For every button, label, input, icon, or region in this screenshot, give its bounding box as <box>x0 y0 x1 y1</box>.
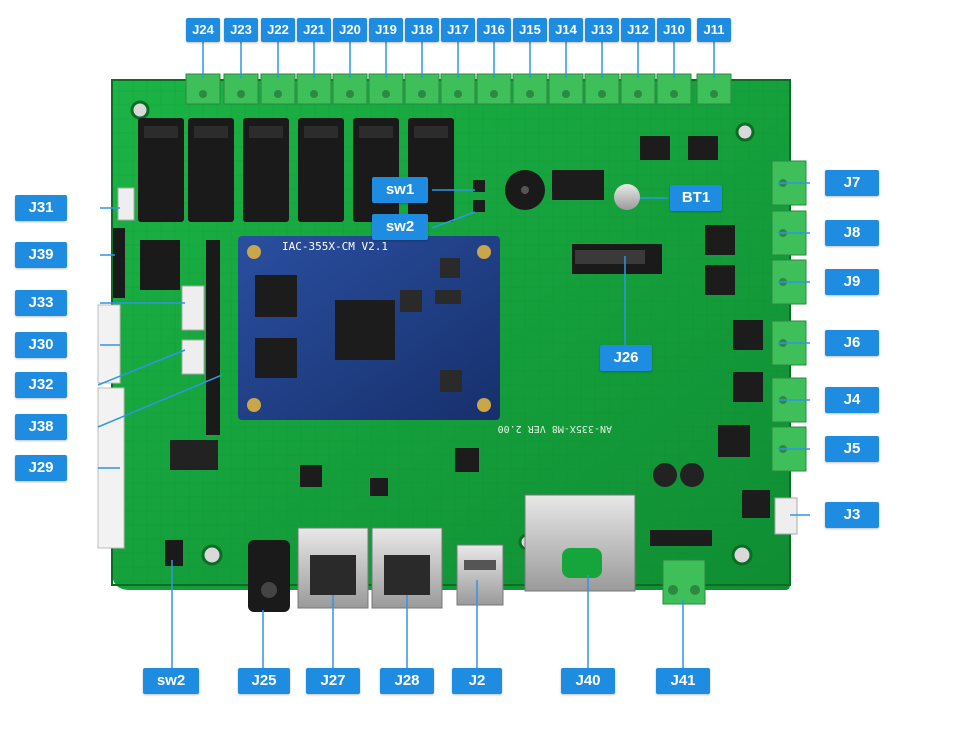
label-J12: J12 <box>621 18 655 42</box>
board-silkscreen: AN-335X-M8 VER 2.00 <box>498 423 612 434</box>
module-silkscreen: IAC-355X-CM V2.1 <box>282 240 388 253</box>
label-J9: J9 <box>825 269 879 295</box>
label-J10: J10 <box>657 18 691 42</box>
label-sw2-bottom: sw2 <box>143 668 199 694</box>
label-J25: J25 <box>238 668 290 694</box>
label-J32: J32 <box>15 372 67 398</box>
top-terminal <box>620 73 656 105</box>
label-J24: J24 <box>186 18 220 42</box>
top-terminal <box>696 73 732 105</box>
label-sw2-top: sw2 <box>372 214 428 240</box>
top-terminal <box>476 73 512 105</box>
ic-chips <box>300 136 770 518</box>
label-J2: J2 <box>452 668 502 694</box>
top-terminal <box>584 73 620 105</box>
label-J14: J14 <box>549 18 583 42</box>
top-terminal <box>185 73 221 105</box>
label-J30: J30 <box>15 332 67 358</box>
top-terminal <box>440 73 476 105</box>
label-J5: J5 <box>825 436 879 462</box>
label-J3: J3 <box>825 502 879 528</box>
top-terminal <box>296 73 332 105</box>
left-connectors <box>97 187 220 566</box>
label-J31: J31 <box>15 195 67 221</box>
top-terminal <box>368 73 404 105</box>
label-J7: J7 <box>825 170 879 196</box>
top-terminal <box>223 73 259 105</box>
label-J13: J13 <box>585 18 619 42</box>
label-J33: J33 <box>15 290 67 316</box>
label-J23: J23 <box>224 18 258 42</box>
label-J11: J11 <box>697 18 731 42</box>
label-J16: J16 <box>477 18 511 42</box>
top-terminal <box>512 73 548 105</box>
top-terminal-blocks <box>185 73 732 105</box>
top-terminal <box>260 73 296 105</box>
label-J19: J19 <box>369 18 403 42</box>
label-J18: J18 <box>405 18 439 42</box>
label-J27: J27 <box>306 668 360 694</box>
label-J17: J17 <box>441 18 475 42</box>
label-J41: J41 <box>656 668 710 694</box>
label-J40: J40 <box>561 668 615 694</box>
relay <box>243 118 289 222</box>
label-J20: J20 <box>333 18 367 42</box>
cpu-module: IAC-355X-CM V2.1 <box>238 236 500 420</box>
top-terminal <box>332 73 368 105</box>
label-J8: J8 <box>825 220 879 246</box>
label-J6: J6 <box>825 330 879 356</box>
label-J15: J15 <box>513 18 547 42</box>
label-J26: J26 <box>600 345 652 371</box>
relay <box>188 118 234 222</box>
label-J38: J38 <box>15 414 67 440</box>
label-J4: J4 <box>825 387 879 413</box>
relay <box>408 118 454 222</box>
label-J28: J28 <box>380 668 434 694</box>
top-terminal <box>548 73 584 105</box>
top-terminal <box>404 73 440 105</box>
label-J22: J22 <box>261 18 295 42</box>
relay <box>298 118 344 222</box>
buzzer-battery <box>473 170 640 212</box>
leader-lines <box>97 42 810 668</box>
label-J21: J21 <box>297 18 331 42</box>
relay <box>138 118 184 222</box>
label-BT1: BT1 <box>670 185 722 211</box>
bottom-connectors <box>248 463 798 612</box>
label-sw1: sw1 <box>372 177 428 203</box>
relay <box>353 118 399 222</box>
label-J29: J29 <box>15 455 67 481</box>
top-terminal <box>656 73 692 105</box>
relay-bank <box>138 118 454 222</box>
label-J39: J39 <box>15 242 67 268</box>
